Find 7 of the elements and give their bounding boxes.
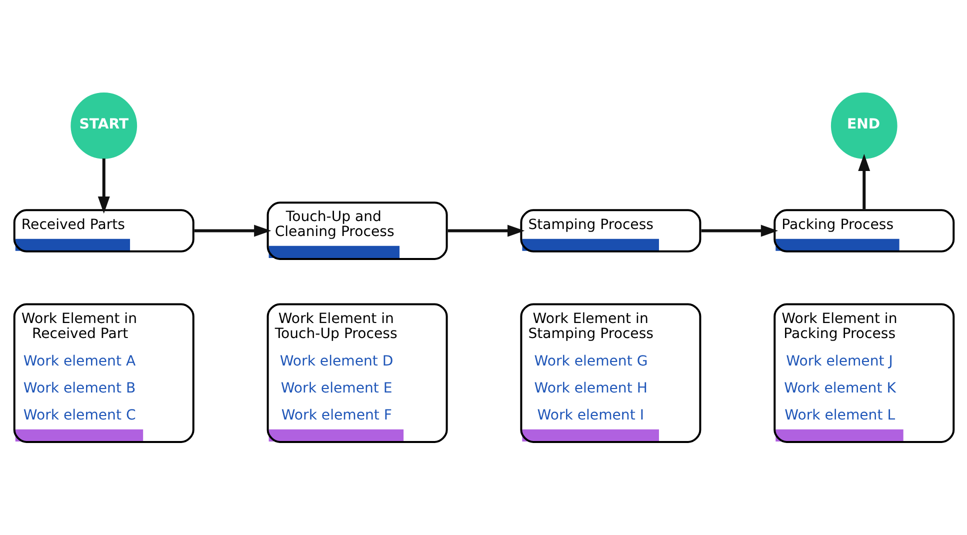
node-circle: END — [830, 92, 897, 158]
arrow — [700, 224, 778, 236]
arrow — [858, 153, 870, 209]
node-circle: START — [70, 92, 137, 158]
arrow — [97, 158, 110, 214]
arrow — [194, 224, 271, 236]
arrow — [447, 224, 524, 236]
